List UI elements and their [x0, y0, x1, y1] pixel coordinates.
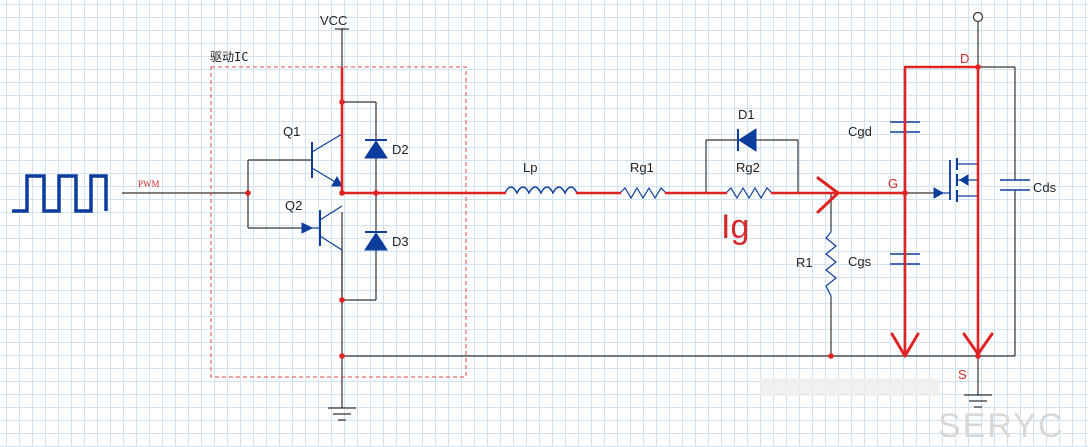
cgs-label: Cgs [848, 254, 872, 269]
rg1-resistor-icon [619, 186, 667, 200]
watermark-text: SERYC [938, 407, 1065, 445]
source-ground-icon [964, 394, 992, 408]
current-arrow-icons [816, 176, 994, 358]
q2-transistor-icon [300, 205, 343, 251]
r1-resistor-icon [825, 231, 837, 297]
drain-terminal-icon [972, 11, 984, 23]
cds-capacitor-icon [1000, 179, 1030, 191]
q1-transistor-icon [311, 133, 343, 187]
blur-patch [760, 378, 940, 396]
d3-diode-icon [364, 231, 388, 251]
junction-dots [245, 64, 981, 359]
d2-diode-icon [364, 139, 388, 159]
lp-inductor-icon [504, 186, 578, 195]
driver-ic-box [210, 66, 467, 378]
ig-current-label: Ig [721, 208, 749, 246]
d1-label: D1 [738, 107, 755, 122]
pwm-label: PWM [138, 179, 160, 189]
d1-diode-icon [737, 128, 757, 152]
q2-label: Q2 [285, 198, 302, 213]
circuit-wires [122, 22, 1016, 408]
cgd-label: Cgd [848, 124, 872, 139]
d2-label: D2 [392, 142, 409, 157]
vcc-label: VCC [320, 13, 347, 28]
lp-label: Lp [523, 160, 537, 175]
q1-label: Q1 [283, 124, 300, 139]
r1-label: R1 [796, 255, 813, 270]
rg2-resistor-icon [725, 186, 773, 200]
pwm-square-wave-icon [12, 174, 108, 213]
gate-current-path [340, 65, 980, 358]
rg2-label: Rg2 [736, 160, 760, 175]
d3-label: D3 [392, 234, 409, 249]
source-node-label: S [958, 367, 967, 382]
rg1-label: Rg1 [630, 160, 654, 175]
drain-node-label: D [960, 51, 969, 66]
ground-icon [328, 407, 356, 421]
gate-node-label: G [888, 176, 898, 191]
driver-ic-label: 驱动IC [210, 50, 248, 64]
cds-label: Cds [1033, 180, 1057, 195]
mosfet-icon [933, 158, 979, 202]
